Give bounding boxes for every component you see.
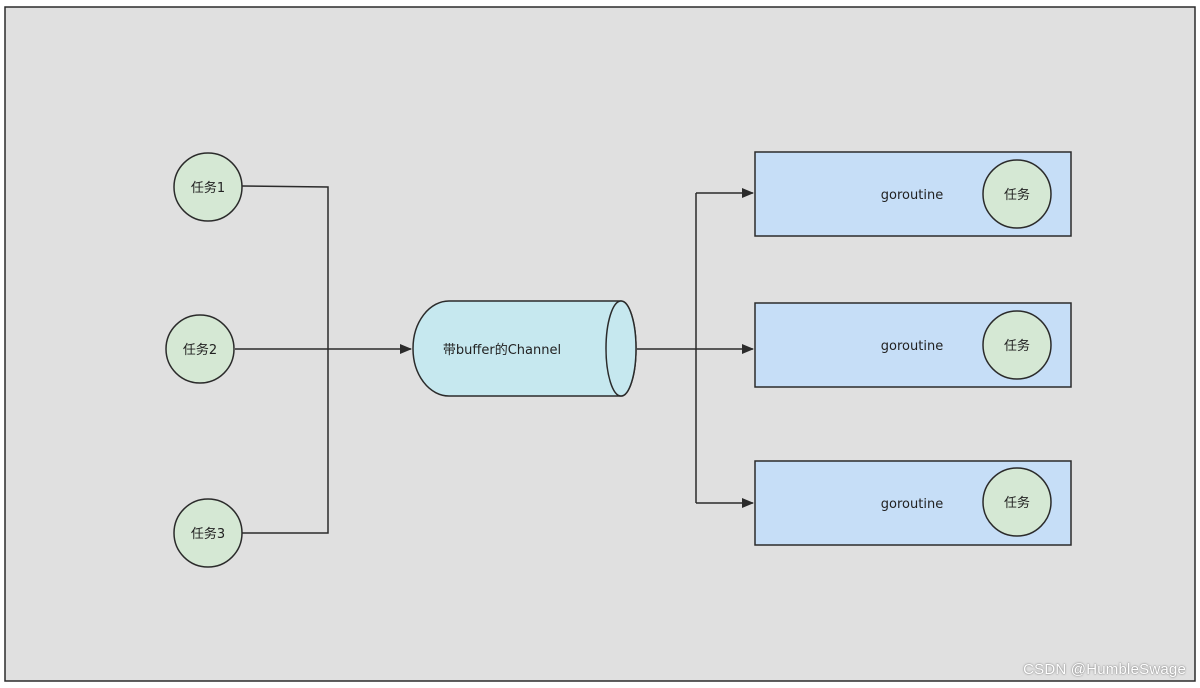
task-node-2: 任务2 bbox=[165, 314, 235, 384]
output-connectors bbox=[637, 188, 754, 508]
worker-task-label: 任务 bbox=[1004, 338, 1030, 354]
worker-box-2: goroutine 任务 bbox=[754, 302, 1072, 388]
worker-label: goroutine bbox=[881, 188, 943, 203]
task-label: 任务1 bbox=[191, 180, 225, 196]
worker-task-circle bbox=[982, 159, 1052, 229]
task-node-3: 任务3 bbox=[173, 498, 243, 568]
task-circle bbox=[173, 498, 243, 568]
worker-label: goroutine bbox=[881, 339, 943, 354]
task-label: 任务3 bbox=[191, 526, 225, 542]
worker-box-1: goroutine 任务 bbox=[754, 151, 1072, 237]
worker-task-label: 任务 bbox=[1004, 187, 1030, 203]
channel-end-cap bbox=[605, 300, 637, 397]
task-node-1: 任务1 bbox=[173, 152, 243, 222]
channel-label: 带buffer的Channel bbox=[443, 342, 561, 358]
worker-task-circle bbox=[982, 310, 1052, 380]
worker-label: goroutine bbox=[881, 497, 943, 512]
worker-task-label: 任务 bbox=[1004, 495, 1030, 511]
input-connectors bbox=[235, 185, 412, 534]
task-label: 任务2 bbox=[183, 342, 217, 358]
task-circle bbox=[165, 314, 235, 384]
channel-cylinder: 带buffer的Channel bbox=[412, 300, 637, 397]
task-circle bbox=[173, 152, 243, 222]
connector-task3 bbox=[242, 349, 329, 534]
worker-box-3: goroutine 任务 bbox=[754, 460, 1072, 546]
worker-task-circle bbox=[982, 467, 1052, 537]
connector-task1 bbox=[241, 185, 329, 349]
watermark: CSDN @HumbleSwage bbox=[1023, 661, 1186, 678]
